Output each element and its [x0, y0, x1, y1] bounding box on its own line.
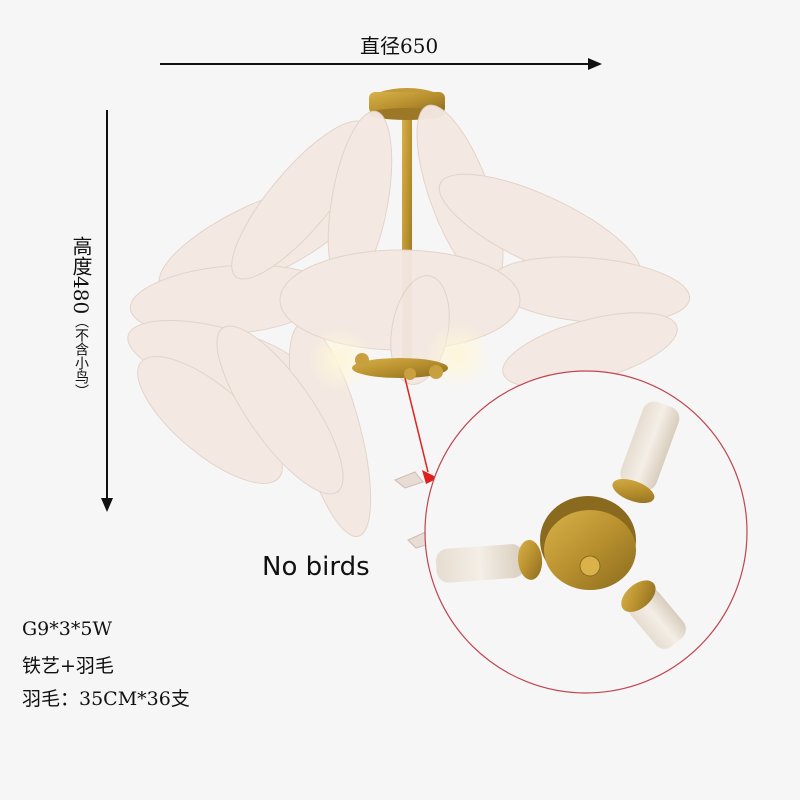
height-note: （不含小鸟） — [73, 314, 89, 399]
pointer-arrow-icon — [404, 377, 438, 484]
diameter-label: 直径650 — [360, 34, 439, 58]
height-arrow-icon — [101, 110, 113, 512]
detail-callout-circle — [424, 370, 748, 694]
height-value: 高度480 — [69, 236, 93, 315]
no-birds-label: No birds — [262, 552, 370, 582]
spec-feathers: 羽毛：35CM*36支 — [22, 688, 190, 710]
hub-icon — [352, 358, 448, 378]
diameter-arrow-icon — [160, 58, 602, 70]
spec-material: 铁艺+羽毛 — [22, 655, 114, 677]
height-label: 高度480（不含小鸟） — [68, 236, 94, 398]
spec-bulbs: G9*3*5W — [22, 618, 112, 640]
